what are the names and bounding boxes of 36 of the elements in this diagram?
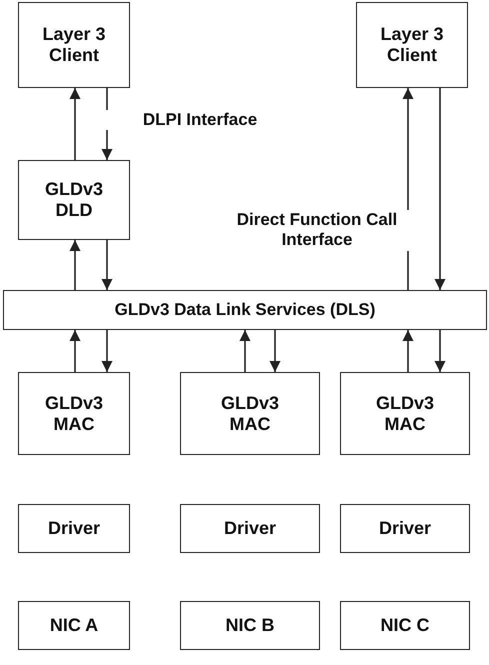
arrow [402,330,414,372]
component-box [3,290,487,330]
box-label: Driver [378,518,432,539]
component-box [180,372,320,455]
box-label: Layer 3 Client [41,24,107,66]
component-box [340,372,470,455]
component-box [18,372,130,455]
component-box [18,160,130,240]
arrow [69,330,81,372]
box-label: Driver [224,518,276,539]
box-label: Driver [48,518,100,539]
box-label: NIC B [226,615,274,636]
component-box [180,601,320,650]
box-label: GLDv3 MAC [44,392,104,434]
box-label: GLDv3 Data Link Services (DLS) [114,300,376,320]
box-label: GLDv3 DLD [44,179,104,221]
box-label: NIC A [50,615,98,636]
arrow [269,330,281,372]
component-box [340,601,470,650]
component-box [356,2,468,88]
component-box [18,504,130,553]
box-label: NIC C [380,615,430,636]
arrow [69,240,81,290]
arrow [239,330,251,372]
component-box [18,601,130,650]
arrow [434,88,446,290]
arrow [101,330,113,372]
component-box [180,504,320,553]
box-label: GLDv3 MAC [374,392,436,434]
component-box [18,2,130,88]
arrow [69,88,81,160]
arrow [101,240,113,290]
arrow [434,330,446,372]
box-label: Layer 3 Client [379,24,445,66]
box-label: GLDv3 MAC [220,392,280,434]
component-box [340,504,470,553]
